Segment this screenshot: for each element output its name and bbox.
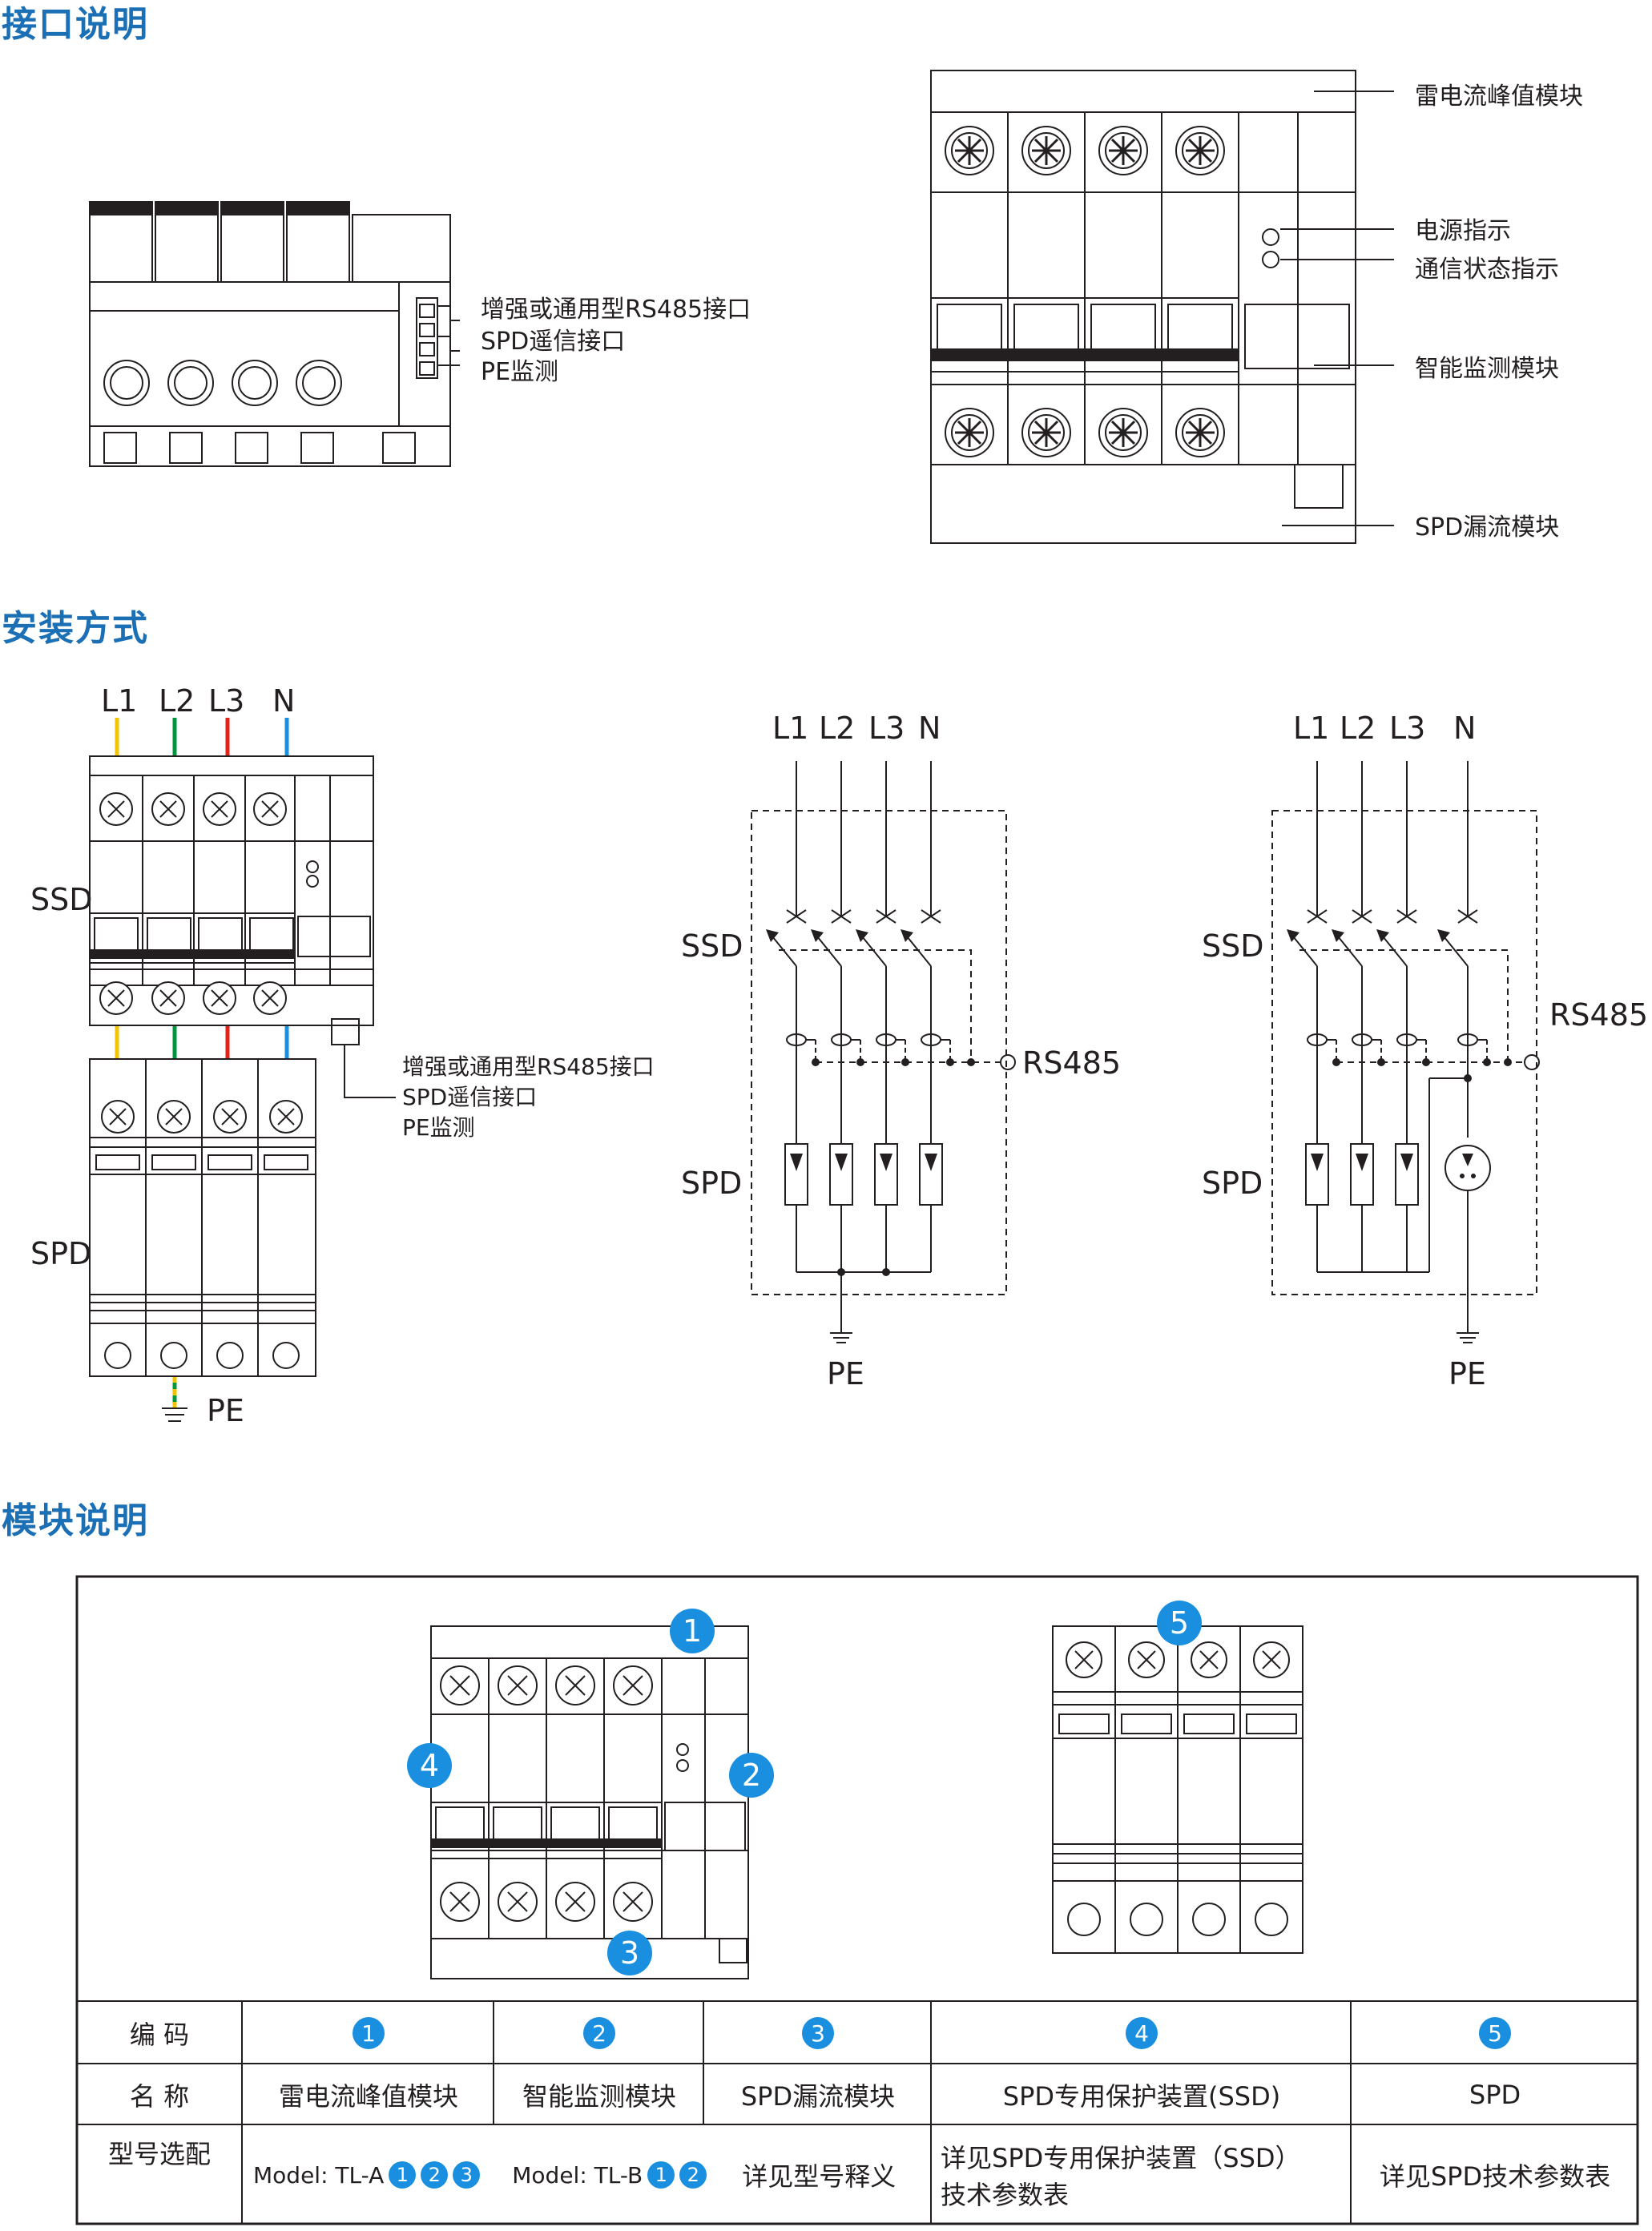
section-title-install: 安装方式 — [2, 608, 149, 649]
section-title-interface: 接口说明 — [2, 4, 149, 45]
ssd-ref-line2: 技术参数表 — [941, 2180, 1070, 2210]
table-header-name: 名 称 — [129, 2081, 190, 2112]
circuit1-label-rs485: RS485 — [1022, 1045, 1122, 1081]
table-name-2: 智能监测模块 — [522, 2081, 676, 2112]
callout-smart-monitor-module: 智能监测模块 — [1415, 355, 1559, 383]
model-a-text: Model: TL-A — [253, 2161, 385, 2189]
model-a-badge-2: 2 — [421, 2161, 449, 2189]
phase-label-l1: L1 — [101, 683, 138, 719]
module-callout-3: 3 — [607, 1931, 652, 1975]
code-badge-2: 2 — [583, 2017, 615, 2049]
assembly-port-spd-remote: SPD遥信接口 — [402, 1084, 538, 1110]
assembly-port-rs485: 增强或通用型RS485接口 — [402, 1053, 655, 1080]
table-model-cell: Model: TL-A 1 2 3 Model: TL-B 1 2 详见型号释义 — [244, 2126, 931, 2224]
code-badge-4: 4 — [1126, 2017, 1158, 2049]
front-terminal-screws — [945, 126, 1225, 457]
phase-label-l3: L3 — [208, 683, 245, 719]
code-badge-1: 1 — [353, 2017, 385, 2049]
phase-label-n: N — [272, 683, 296, 719]
table-code-2: 2 — [495, 2003, 703, 2064]
port-label-pe-monitor: PE监测 — [481, 358, 559, 386]
circuit1-phase-l2: L2 — [819, 711, 856, 746]
circuit1-phase-l1: L1 — [772, 711, 809, 746]
table-code-1: 1 — [244, 2003, 494, 2064]
circuit1-label-ssd: SSD — [681, 928, 743, 964]
circuit2-label-pe: PE — [1449, 1356, 1486, 1391]
section-title-module: 模块说明 — [2, 1500, 149, 1541]
table-header-model: 型号选配 — [107, 2139, 211, 2169]
model-b-badge-2: 2 — [679, 2161, 707, 2189]
table-name-1: 雷电流峰值模块 — [278, 2081, 458, 2112]
table-code-4: 4 — [933, 2003, 1351, 2064]
circuit2-label-ssd: SSD — [1202, 928, 1264, 964]
table-name-4: SPD专用保护装置(SSD) — [1002, 2081, 1281, 2112]
port-label-spd-remote: SPD遥信接口 — [481, 328, 626, 356]
assembly-label-ssd: SSD — [30, 882, 93, 917]
circuit2-phase-l3: L3 — [1389, 711, 1426, 746]
code-badge-5: 5 — [1479, 2017, 1511, 2049]
model-explanation-text: 详见型号释义 — [742, 2161, 897, 2192]
table-spd-ref: 详见SPD技术参数表 — [1379, 2161, 1611, 2192]
model-b-badge-1: 1 — [647, 2161, 675, 2189]
model-a-badge-1: 1 — [389, 2161, 417, 2189]
circuit1-phase-n: N — [918, 711, 941, 746]
model-b: Model: TL-B 1 2 — [512, 2161, 707, 2189]
callout-lightning-peak-module: 雷电流峰值模块 — [1415, 83, 1583, 111]
table-code-3: 3 — [705, 2003, 931, 2064]
circuit1-label-pe: PE — [827, 1356, 864, 1391]
table-header-code: 编 码 — [129, 2020, 190, 2050]
module-callout-5: 5 — [1157, 1601, 1202, 1645]
model-a-badge-3: 3 — [453, 2161, 481, 2189]
table-name-3: SPD漏流模块 — [740, 2081, 896, 2112]
callout-power-indicator: 电源指示 — [1415, 217, 1511, 245]
assembly-port-pe-monitor: PE监测 — [402, 1114, 475, 1141]
callout-spd-leakage-module: SPD漏流模块 — [1415, 513, 1560, 542]
circuit2-phase-l1: L1 — [1293, 711, 1330, 746]
model-b-text: Model: TL-B — [512, 2161, 643, 2189]
circuit2-label-spd: SPD — [1202, 1166, 1263, 1201]
table-code-5: 5 — [1352, 2003, 1638, 2064]
circuit1-label-spd: SPD — [681, 1166, 743, 1201]
table-ssd-ref: 详见SPD专用保护装置（SSD） 技术参数表 — [933, 2126, 1351, 2224]
callout-comm-status-indicator: 通信状态指示 — [1415, 256, 1559, 284]
circuit2-phase-l2: L2 — [1340, 711, 1376, 746]
assembly-label-pe: PE — [207, 1393, 244, 1428]
port-label-rs485: 增强或通用型RS485接口 — [481, 296, 751, 324]
module-callout-2: 2 — [729, 1753, 774, 1798]
module-callout-4: 4 — [407, 1743, 452, 1788]
table-name-5: SPD — [1469, 2080, 1521, 2110]
code-badge-3: 3 — [802, 2017, 834, 2049]
circuit2-phase-n: N — [1453, 711, 1477, 746]
ssd-ref-line1: 详见SPD专用保护装置（SSD） — [941, 2143, 1301, 2173]
module-callout-1: 1 — [670, 1609, 715, 1653]
model-a: Model: TL-A 1 2 3 — [253, 2161, 481, 2189]
circuit2-label-rs485: RS485 — [1549, 997, 1649, 1033]
assembly-label-spd: SPD — [30, 1236, 92, 1271]
phase-label-l2: L2 — [159, 683, 195, 719]
circuit1-phase-l3: L3 — [868, 711, 905, 746]
